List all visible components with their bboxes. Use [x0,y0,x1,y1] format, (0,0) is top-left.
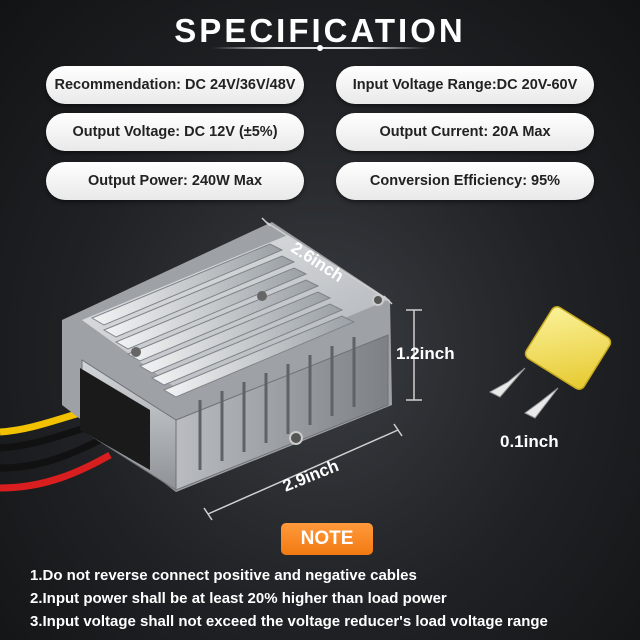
spec-output-current: Output Current: 20A Max [336,113,594,151]
fuse-icon [488,306,612,419]
note-line: 3.Input voltage shall not exceed the vol… [30,613,548,630]
dimension-height: 1.2inch [396,344,455,363]
spec-conversion-efficiency: Conversion Efficiency: 95% [336,162,594,200]
spec-input-voltage-range: Input Voltage Range:DC 20V-60V [336,66,594,104]
note-line: 1.Do not reverse connect positive and ne… [30,567,417,584]
title-dot [317,45,323,51]
spec-output-voltage: Output Voltage: DC 12V (±5%) [46,113,304,151]
page-title: SPECIFICATION [174,12,466,49]
note-badge: NOTE [281,523,373,555]
heatsink-fins [90,243,356,398]
spec-recommendation: Recommendation: DC 24V/36V/48V [46,66,304,104]
dimension-fuse: 0.1inch [500,432,559,451]
dimension-lines [203,217,422,521]
spec-output-power: Output Power: 240W Max [46,162,304,200]
fin-edges [198,337,356,470]
note-line: 2.Input power shall be at least 20% high… [30,590,447,607]
